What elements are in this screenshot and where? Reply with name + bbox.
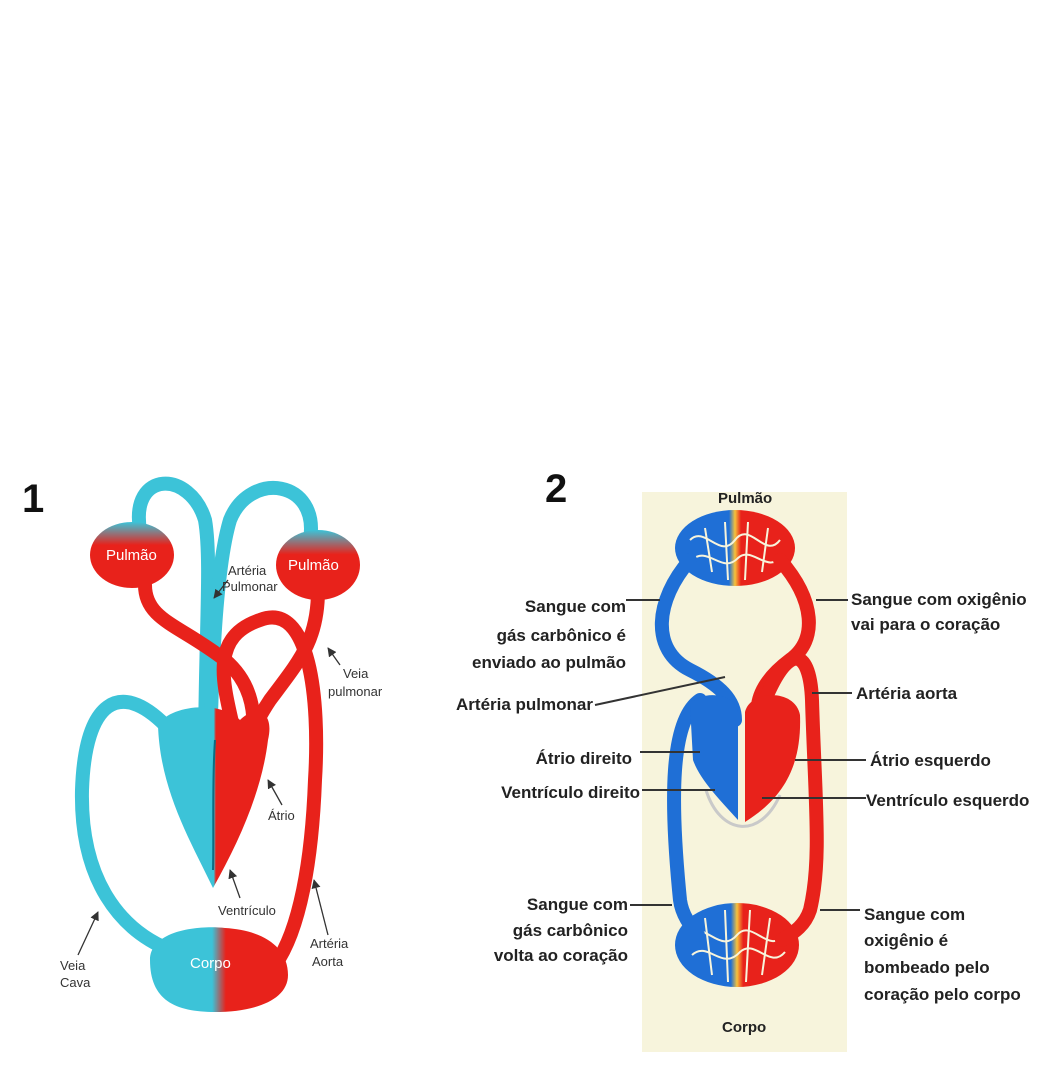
label-sangue-gas-enviado-2: gás carbônico é bbox=[497, 626, 626, 645]
label-atrio-esquerdo: Átrio esquerdo bbox=[870, 751, 991, 770]
label-arteria-pulmonar-line2: Pulmonar bbox=[222, 579, 278, 594]
label-veia-cava-line1: Veia bbox=[60, 958, 86, 973]
arrow-atrio-1 bbox=[267, 779, 283, 806]
arterial-vessels-2 bbox=[751, 553, 824, 947]
lung-left-label: Pulmão bbox=[106, 547, 157, 564]
diagram-2-number: 2 bbox=[545, 467, 567, 511]
lung-left bbox=[90, 522, 174, 588]
diagram-1-number: 1 bbox=[22, 477, 44, 521]
label-arteria-aorta-line1: Artéria bbox=[310, 936, 349, 951]
label-sangue-oxi-bomb-4: coração pelo corpo bbox=[864, 985, 1021, 1004]
label-sangue-oxi-bomb-3: bombeado pelo bbox=[864, 958, 990, 977]
label-pulmao: Pulmão bbox=[718, 490, 772, 507]
label-sangue-gas-volta-2: gás carbônico bbox=[513, 921, 628, 940]
label-atrio-direito: Átrio direito bbox=[536, 749, 632, 768]
label-sangue-gas-volta-1: Sangue com bbox=[527, 895, 628, 914]
left-heart-2 bbox=[745, 695, 801, 822]
diagram-1: 1 Pulmão Pulmão Corpo Artéria Pulmonar V… bbox=[22, 476, 383, 1012]
label-veia-pulmonar-line2: pulmonar bbox=[328, 684, 383, 699]
aorta bbox=[216, 610, 324, 972]
label-sangue-gas-enviado-3: enviado ao pulmão bbox=[472, 653, 626, 672]
leader-lines-2 bbox=[594, 599, 866, 911]
heart-outline-2 bbox=[704, 789, 782, 828]
label-arteria-aorta-2: Artéria aorta bbox=[856, 684, 958, 703]
label-sangue-gas-volta-3: volta ao coração bbox=[494, 946, 628, 965]
right-heart-2 bbox=[690, 695, 738, 820]
label-arteria-pulmonar-2: Artéria pulmonar bbox=[456, 695, 593, 714]
label-ventriculo-esquerdo: Ventrículo esquerdo bbox=[866, 791, 1029, 810]
arrow-veia-cava bbox=[77, 911, 99, 956]
arrow-veia-pulmonar bbox=[327, 647, 341, 666]
label-corpo: Corpo bbox=[722, 1019, 766, 1036]
label-sangue-oxi-bomb-1: Sangue com bbox=[864, 905, 965, 924]
lung-right bbox=[276, 530, 360, 600]
label-veia-pulmonar-line1: Veia bbox=[343, 666, 369, 681]
arrow-ventriculo-1 bbox=[228, 869, 241, 899]
label-arteria-pulmonar-line1: Artéria bbox=[228, 563, 267, 578]
arrow-arteria-aorta bbox=[311, 879, 329, 936]
label-arteria-aorta-line2: Aorta bbox=[312, 954, 344, 969]
lung-right-label: Pulmão bbox=[288, 557, 339, 574]
label-sangue-oxi-bomb-2: oxigênio é bbox=[864, 931, 948, 950]
label-ventriculo-1: Ventrículo bbox=[218, 903, 276, 918]
lung-capillaries bbox=[675, 510, 795, 586]
venous-vessels-1 bbox=[74, 476, 318, 957]
vena-cava-2 bbox=[667, 693, 707, 942]
label-veia-cava-line2: Cava bbox=[60, 975, 91, 990]
label-sangue-gas-enviado-1: Sangue com bbox=[525, 597, 626, 616]
label-sangue-oxi-vai-2: vai para o coração bbox=[851, 615, 1000, 634]
arrow-arteria-pulmonar bbox=[213, 579, 229, 599]
vena-cava bbox=[74, 694, 177, 957]
diagram-2: 2 Pulmão Corpo bbox=[456, 467, 1029, 1052]
heart-septum bbox=[212, 739, 216, 871]
label-ventriculo-direito: Ventrículo direito bbox=[501, 783, 640, 802]
lung-capillary-mesh bbox=[689, 521, 783, 581]
body-organ bbox=[150, 927, 288, 1012]
body-capillary-mesh bbox=[689, 909, 786, 983]
pulmonary-artery-right bbox=[203, 481, 318, 767]
label-atrio-1: Átrio bbox=[268, 808, 295, 823]
label-sangue-oxi-vai-1: Sangue com oxigênio bbox=[851, 590, 1027, 609]
aorta-2 bbox=[758, 651, 824, 947]
body-label: Corpo bbox=[190, 955, 231, 972]
